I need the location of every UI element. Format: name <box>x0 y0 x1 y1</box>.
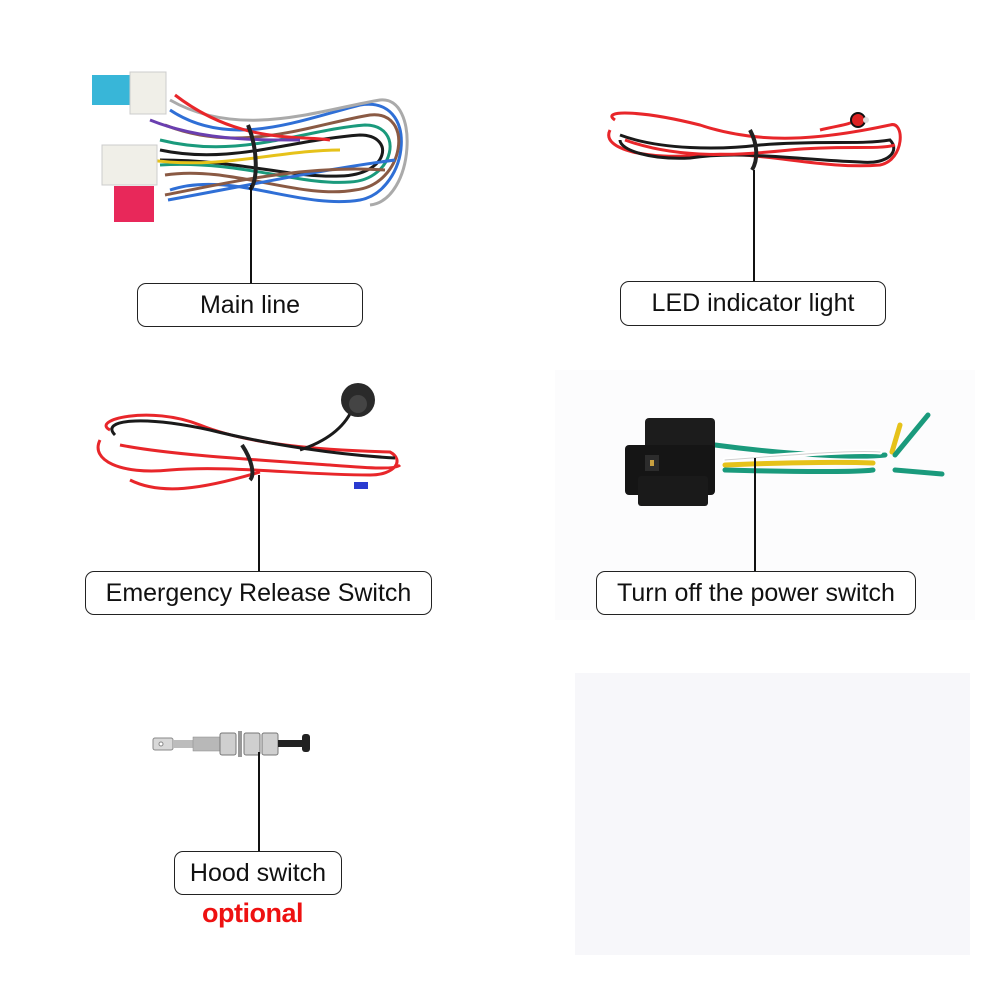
blue-fuse <box>92 75 130 105</box>
hood-switch-label: Hood switch <box>174 851 342 895</box>
emergency-release-label: Emergency Release Switch <box>85 571 432 615</box>
led-indicator-wire-image <box>607 111 902 172</box>
led-indicator-leader <box>753 170 755 282</box>
hood-switch-image <box>152 731 310 757</box>
power-switch-leader <box>754 458 756 572</box>
emergency-release-switch-image <box>96 383 402 491</box>
led-indicator-label: LED indicator light <box>620 281 886 326</box>
relay-socket-image <box>625 412 945 506</box>
emergency-release-leader <box>258 475 260 573</box>
main-line-leader <box>250 185 252 285</box>
main-line-label: Main line <box>137 283 363 327</box>
hood-switch-leader <box>258 752 260 852</box>
main-line-harness-image <box>92 71 409 222</box>
empty-image-placeholder <box>575 673 970 955</box>
optional-note: optional <box>202 898 303 928</box>
power-switch-label: Turn off the power switch <box>596 571 916 615</box>
